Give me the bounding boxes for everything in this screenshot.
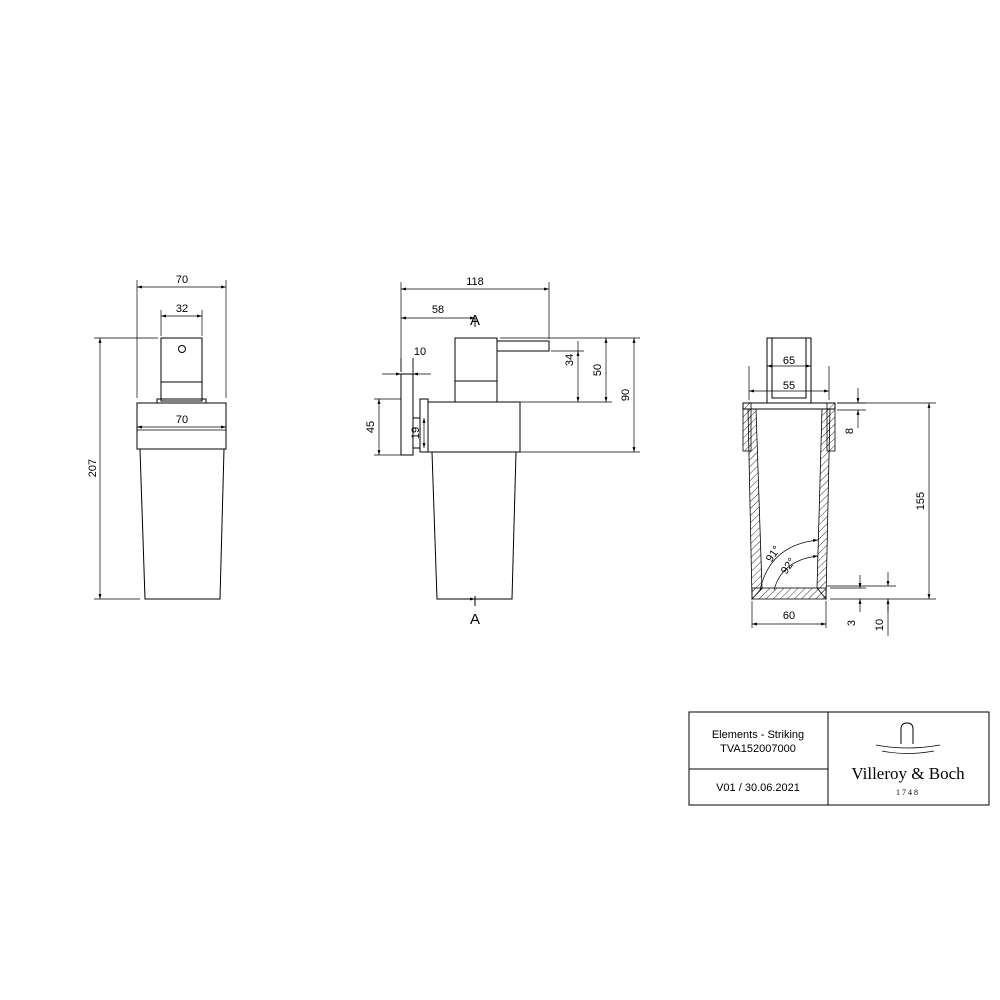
- brand-year: 1748: [896, 788, 920, 797]
- section-dim-collar-height: 8: [844, 428, 856, 434]
- title-article-number: TVA152007000: [720, 743, 796, 755]
- side-pump-head: [454, 337, 498, 382]
- front-dim-height: 207: [87, 459, 99, 477]
- side-dim-pump-height: 50: [592, 364, 604, 376]
- section-angle-arc-outer: [759, 539, 819, 591]
- side-dim-reach: 118: [466, 276, 484, 288]
- section-base: [751, 587, 827, 600]
- side-spout: [496, 340, 550, 352]
- section-wall-left: [747, 408, 763, 601]
- side-dim-plate-inner: 19: [410, 427, 422, 439]
- section-wall-right: [816, 408, 831, 601]
- section-pump-inner: [771, 337, 807, 399]
- front-glass-body: [139, 448, 225, 600]
- front-pump-neck: [160, 381, 203, 402]
- section-angle-arc-inner: [773, 555, 819, 591]
- brand-logo-icon: [875, 722, 941, 754]
- section-marker-top: A: [470, 312, 480, 329]
- section-dim-collar: 55: [783, 380, 795, 392]
- side-dim-offset: 58: [432, 304, 444, 316]
- front-view: 70 32 70 207: [87, 274, 227, 600]
- side-pump-neck: [454, 380, 498, 403]
- section-angle-outer: 91°: [764, 544, 783, 565]
- section-dim-bottom-width: 60: [783, 610, 795, 622]
- side-dim-plate-height: 45: [365, 421, 377, 433]
- side-dim-plate-thickness: 10: [414, 346, 426, 358]
- brand-name: Villeroy & Boch: [851, 764, 965, 783]
- section-collar-top: [742, 402, 836, 410]
- front-dim-pump: 32: [176, 303, 188, 315]
- title-version-date: V01 / 30.06.2021: [716, 782, 800, 794]
- front-pump-head: [160, 337, 203, 383]
- side-collar: [427, 401, 521, 453]
- side-view: 118 58 A A 10 34 50 90 45: [365, 276, 640, 628]
- front-dim-width: 70: [176, 274, 188, 286]
- section-dim-base-height: 10: [874, 619, 886, 631]
- section-dim-base-thickness: 3: [846, 620, 858, 626]
- section-pump-head: [766, 337, 812, 404]
- section-view: 91° 92° 65 55 8 155 60 3: [742, 337, 936, 636]
- front-dim-bracket: 70: [176, 414, 188, 426]
- title-block: Elements - Striking TVA152007000 V01 / 3…: [688, 711, 990, 806]
- section-marker-bottom: A: [470, 611, 480, 628]
- side-dim-spout-height: 34: [564, 354, 576, 366]
- section-dim-pump: 65: [783, 355, 795, 367]
- title-product-name: Elements - Striking: [712, 729, 804, 741]
- side-wall-plate: [400, 373, 414, 456]
- front-collar: [136, 402, 227, 450]
- front-pump-hole: [178, 345, 186, 353]
- side-glass-body: [431, 451, 517, 600]
- section-dim-glass-height: 155: [915, 492, 927, 510]
- side-dim-top-height: 90: [620, 389, 632, 401]
